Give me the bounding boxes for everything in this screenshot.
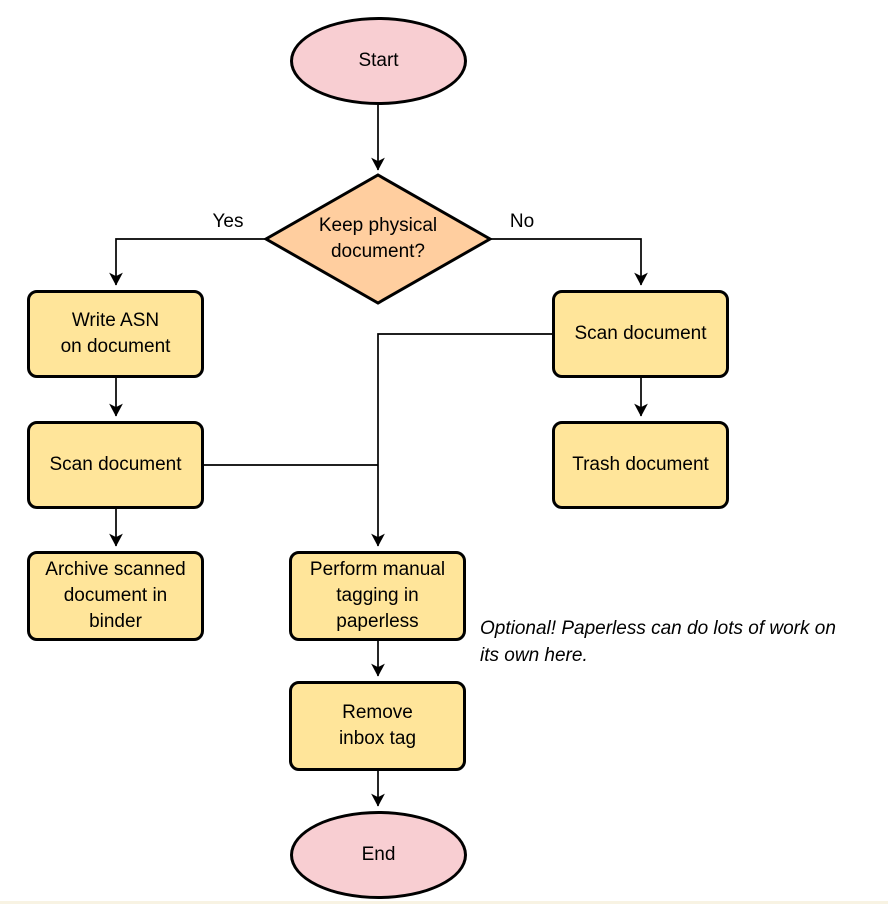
- node-archive-binder: Archive scanned document in binder: [27, 551, 204, 641]
- node-start-label: Start: [358, 49, 399, 71]
- edge-label-no: No: [509, 211, 535, 232]
- page-bottom-edge: [0, 901, 888, 904]
- node-perform-tagging-label: Perform manual tagging in paperless: [309, 558, 446, 633]
- node-scan-left-label: Scan document: [49, 453, 182, 475]
- node-scan-document-left: Scan document: [27, 421, 204, 509]
- node-archive-label: Archive scanned document in binder: [45, 558, 186, 633]
- node-scan-document-right: Scan document: [552, 290, 729, 378]
- node-start: Start: [290, 17, 467, 105]
- node-trash-label: Trash document: [572, 453, 709, 475]
- node-decision-label: Keep physical document?: [318, 214, 438, 262]
- node-write-asn: Write ASN on document: [27, 290, 204, 378]
- node-perform-tagging: Perform manual tagging in paperless: [289, 551, 466, 641]
- node-end-label: End: [361, 843, 396, 865]
- node-remove-inbox-tag: Remove inbox tag: [289, 681, 466, 771]
- node-trash-document: Trash document: [552, 421, 729, 509]
- edge-decision-scan-right-no: [490, 238, 648, 286]
- node-end: End: [290, 811, 467, 899]
- optional-note: Optional! Paperless can do lots of work …: [480, 617, 836, 666]
- edge-decision-write-asn-yes: [109, 238, 266, 286]
- edge-label-yes: Yes: [212, 211, 244, 232]
- node-remove-inbox-label: Remove inbox tag: [338, 701, 417, 749]
- node-write-asn-label: Write ASN on document: [60, 309, 171, 357]
- decision-diamond-shape: [262, 173, 494, 305]
- node-scan-right-label: Scan document: [574, 322, 707, 344]
- edge-scan-right-perform-tagging: [371, 333, 552, 547]
